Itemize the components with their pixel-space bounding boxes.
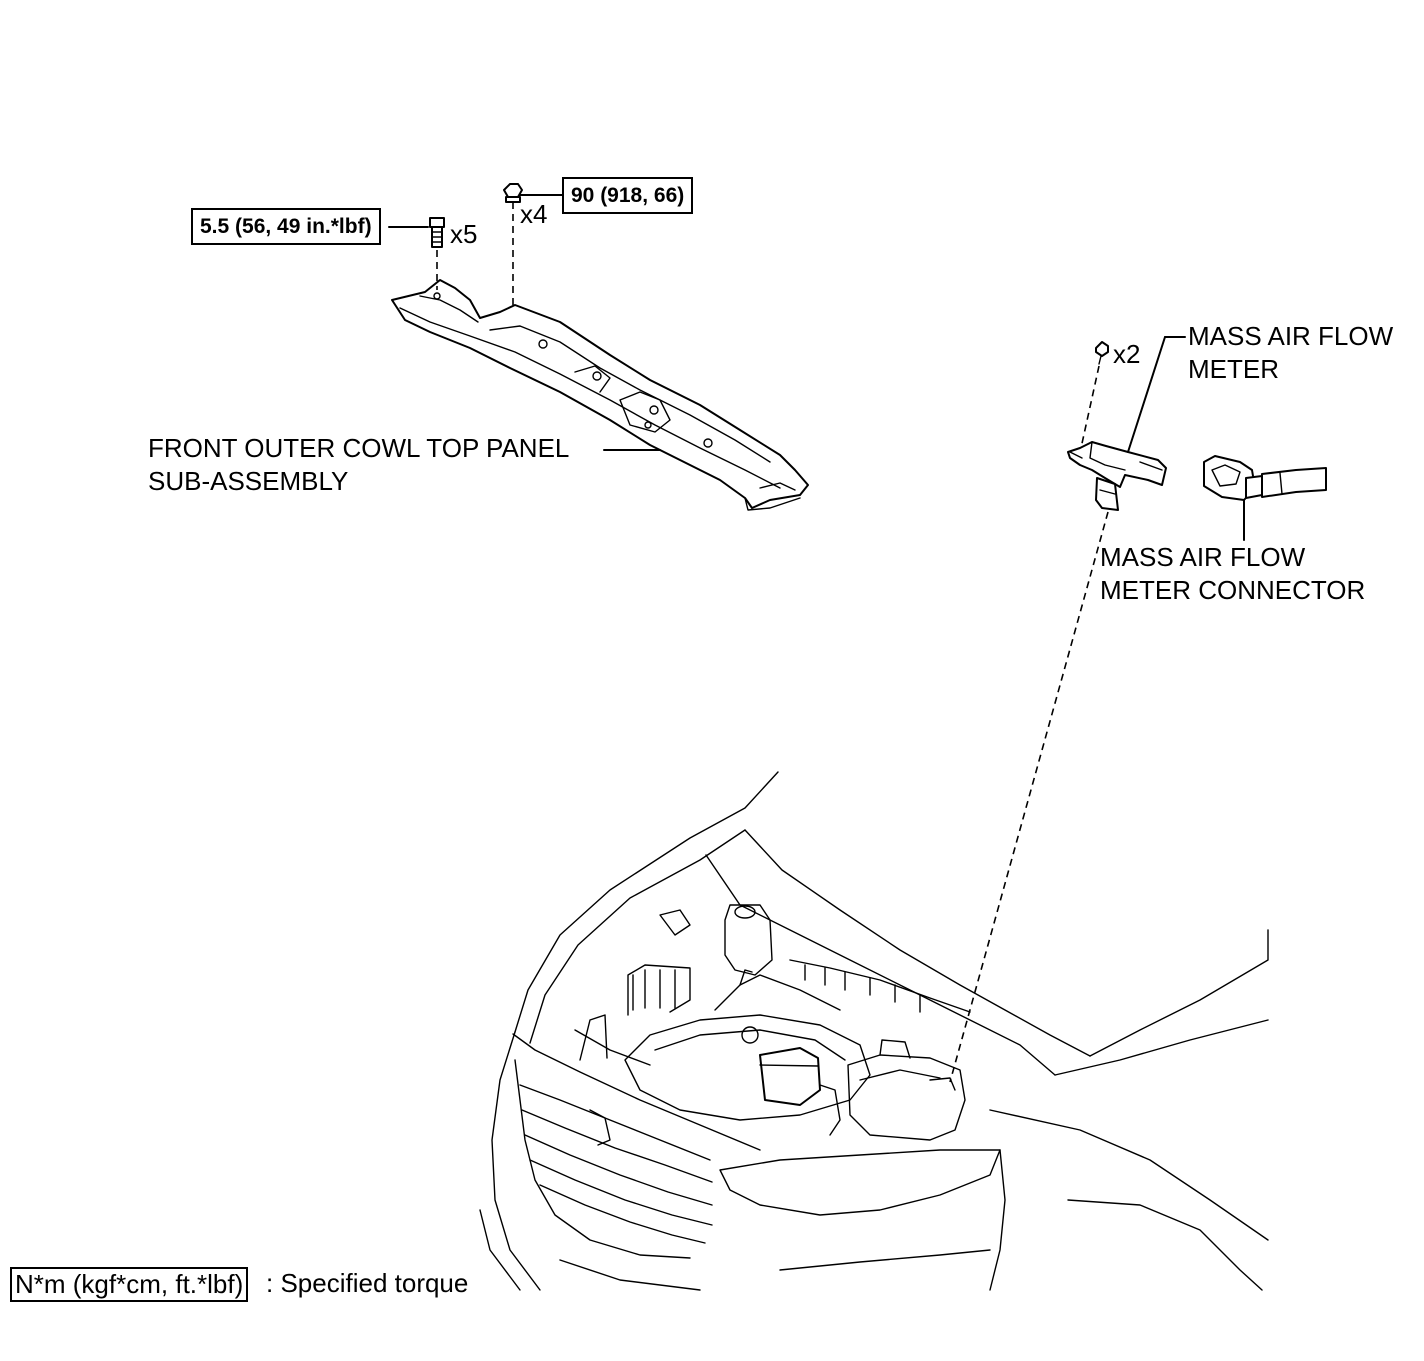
nut-icon xyxy=(503,183,523,203)
legend-torque-units: N*m (kgf*cm, ft.*lbf) xyxy=(10,1267,249,1303)
maf-connector-illustration xyxy=(1203,455,1327,501)
screw-quantity: x2 xyxy=(1113,339,1141,369)
engine-bay-illustration xyxy=(479,771,1269,1291)
maf-meter-label-line1: MASS AIR FLOW xyxy=(1188,321,1394,351)
bolt-quantity: x5 xyxy=(450,219,478,249)
maf-meter-illustration xyxy=(1067,441,1167,511)
nut-torque-box: 90 (918, 66) xyxy=(562,177,694,215)
bolt-icon xyxy=(429,217,445,248)
nut-quantity: x4 xyxy=(520,199,548,229)
maf-connector-label-line1: MASS AIR FLOW xyxy=(1100,542,1306,572)
cowl-panel-label-line1: FRONT OUTER COWL TOP PANEL xyxy=(148,433,570,463)
cowl-panel-label-line2: SUB-ASSEMBLY xyxy=(148,466,349,496)
maf-meter-label-line2: METER xyxy=(1188,354,1279,384)
cowl-panel-illustration xyxy=(391,279,809,511)
legend-description: : Specified torque xyxy=(266,1268,469,1298)
bolt-torque-box: 5.5 (56, 49 in.*lbf) xyxy=(191,208,381,246)
screw-icon xyxy=(1095,341,1109,365)
maf-connector-label-line2: METER CONNECTOR xyxy=(1100,575,1366,605)
